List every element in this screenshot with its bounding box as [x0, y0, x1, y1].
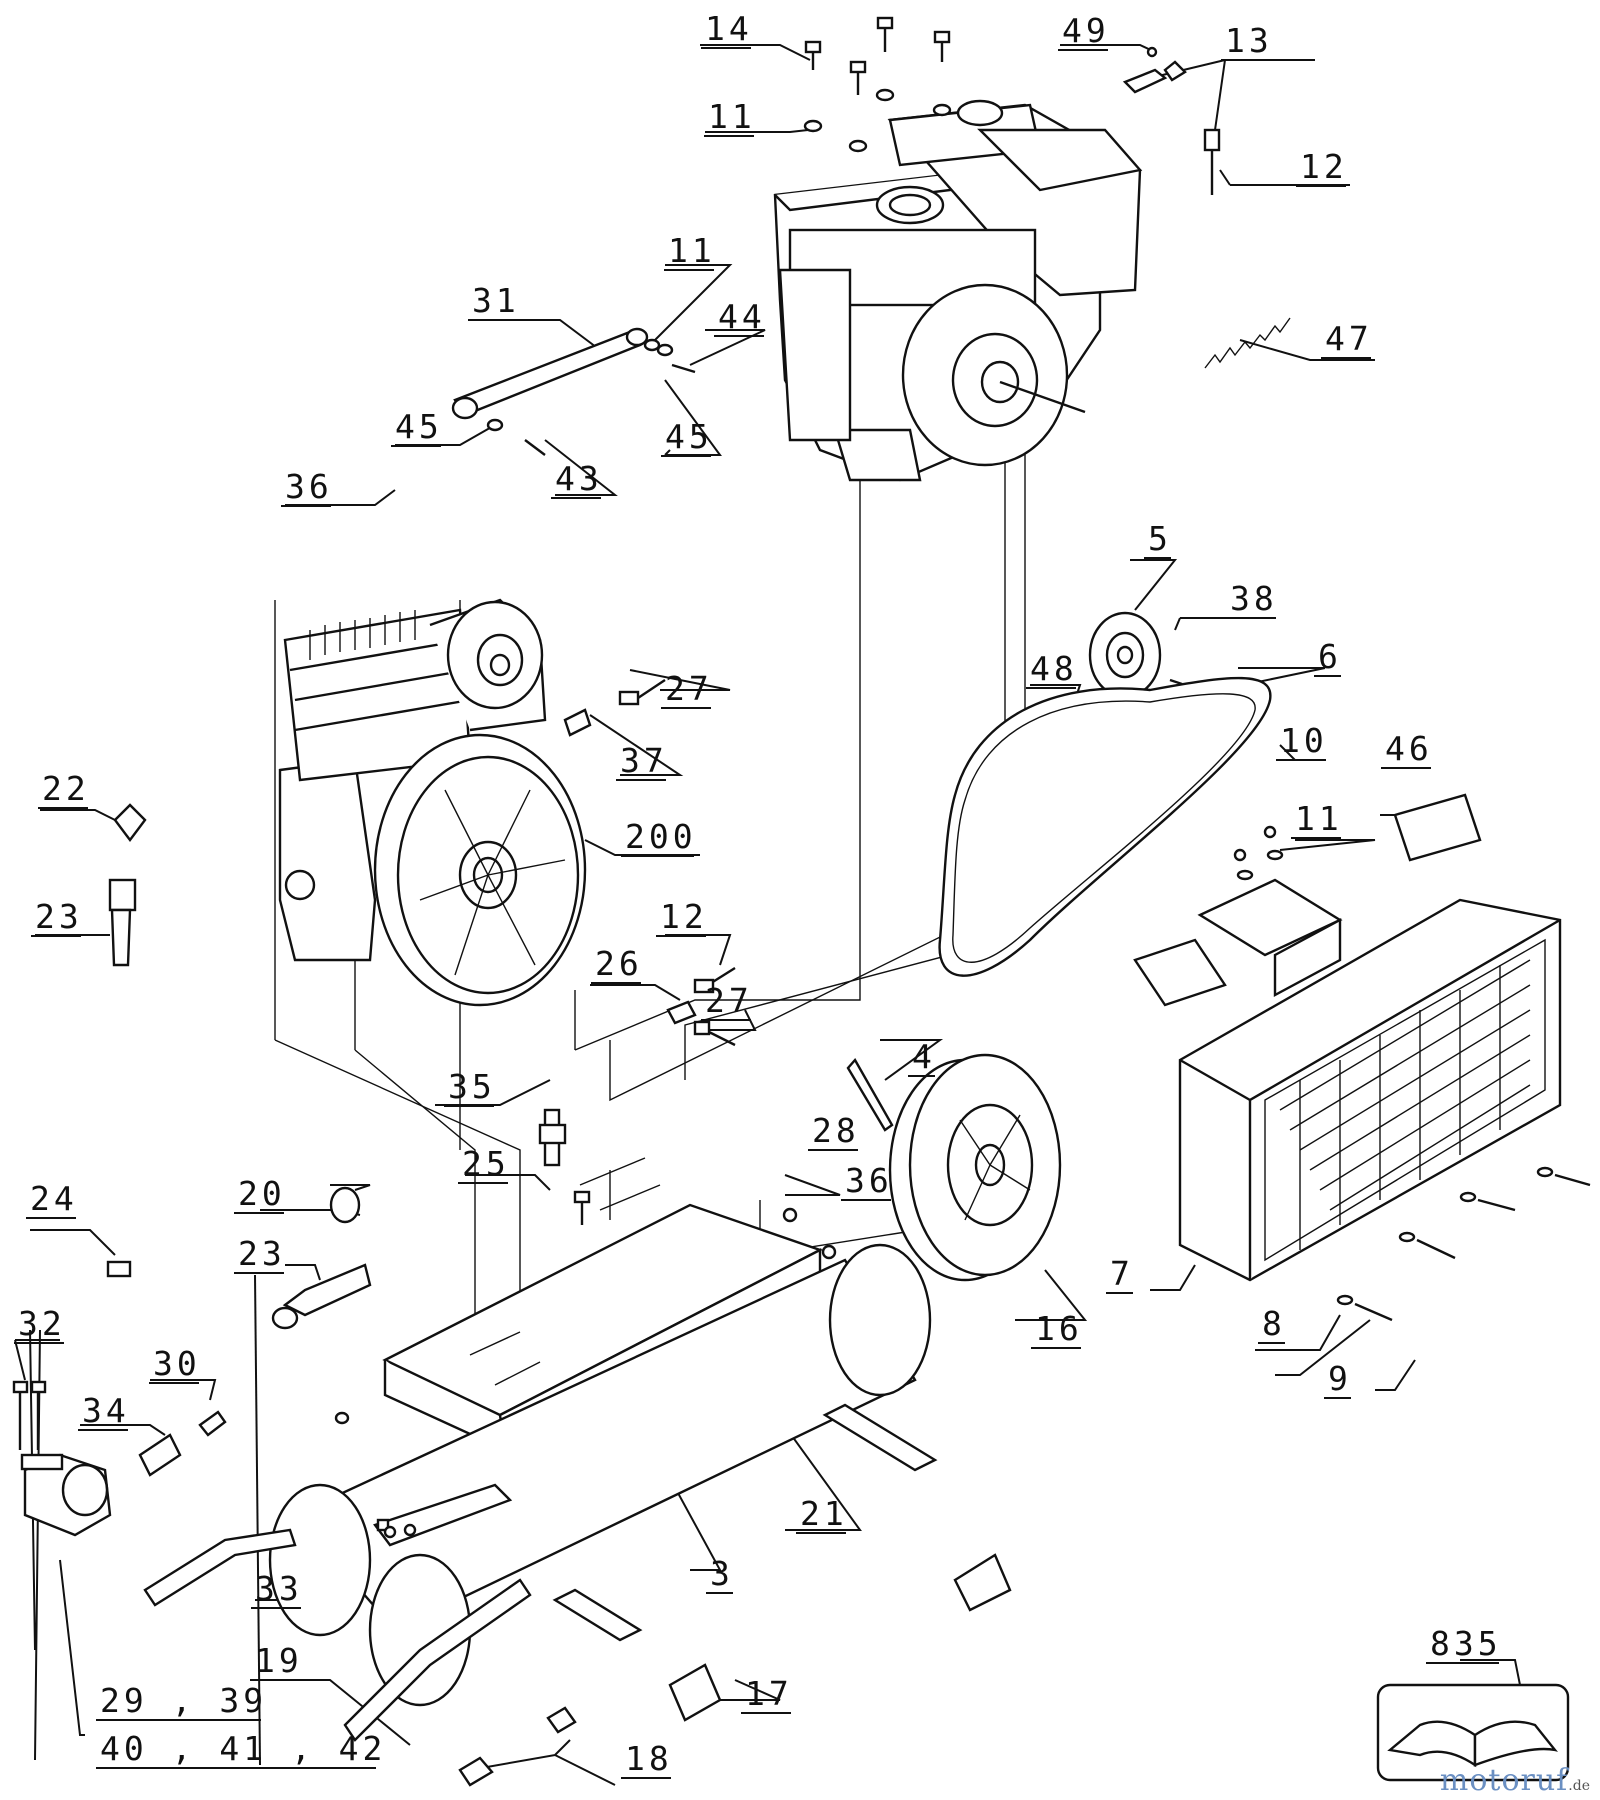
callout-label-c7: 7 [1110, 1254, 1134, 1293]
callout-label-c44: 44 [718, 297, 766, 336]
tube-fittings-lower [666, 966, 736, 1047]
callout-label-c45b: 45 [665, 417, 713, 456]
callout-label-c35: 35 [448, 1067, 496, 1106]
callout-label-c11c: 11 [1295, 799, 1343, 838]
callout-label-c200: 200 [625, 817, 697, 856]
callout-label-c17: 17 [745, 1674, 793, 1713]
air-tank [143, 1243, 932, 1742]
callout-label-c26: 26 [595, 944, 643, 983]
rubber-feet [458, 1706, 577, 1787]
callout-label-c25: 25 [462, 1144, 510, 1183]
hose-parts [138, 1263, 372, 1477]
callout-label-c16: 16 [1035, 1309, 1083, 1348]
callout-label-c4: 4 [912, 1037, 936, 1076]
belt-guard-bracket [1133, 793, 1482, 1007]
callout-label-c835: 835 [1430, 1624, 1502, 1663]
callout-label-c43: 43 [555, 459, 603, 498]
callout-label-c27a: 27 [665, 669, 713, 708]
watermark: motoruf.de [1440, 1763, 1590, 1798]
callout-label-c21: 21 [800, 1494, 848, 1533]
watermark-tld: .de [1568, 1778, 1590, 1794]
callout-label-c19: 19 [255, 1641, 303, 1680]
callout-label-c14: 14 [705, 9, 753, 48]
callout-label-c29_39: 29 , 39 [100, 1681, 267, 1720]
tube-fittings-upper [563, 679, 666, 737]
callout-label-c38: 38 [1230, 579, 1278, 618]
callout-label-c12a: 12 [1300, 147, 1348, 186]
callout-label-c9: 9 [1328, 1359, 1352, 1398]
callout-label-c10: 10 [1280, 721, 1328, 760]
compressor-pump [278, 598, 587, 1007]
callout-label-c11b: 11 [668, 231, 716, 270]
callout-label-c36b: 36 [845, 1161, 893, 1200]
callout-label-c47: 47 [1325, 319, 1373, 358]
manual-book-icon [1376, 1683, 1570, 1782]
watermark-brand: motoruf [1439, 1763, 1569, 1798]
callout-label-c48: 48 [1030, 649, 1078, 688]
bracket-arm [451, 327, 696, 456]
callout-label-c8: 8 [1262, 1304, 1286, 1343]
belt-guard [1178, 898, 1591, 1322]
tank-feet [552, 1403, 1012, 1722]
callout-label-c33: 33 [255, 1569, 303, 1608]
pressure-switch-assembly [12, 1380, 112, 1537]
callout-label-c3: 3 [710, 1554, 734, 1593]
callout-label-c27b: 27 [705, 981, 753, 1020]
callout-label-c34: 34 [82, 1391, 130, 1430]
callout-label-c23b: 23 [238, 1234, 286, 1273]
engine-bolts [803, 16, 952, 153]
callout-label-c24: 24 [30, 1179, 78, 1218]
callout-label-c18: 18 [625, 1739, 673, 1778]
callout-label-c32: 32 [18, 1304, 66, 1343]
callout-label-c11a: 11 [708, 97, 756, 136]
callout-label-c28: 28 [812, 1111, 860, 1150]
callout-label-c36a: 36 [285, 467, 333, 506]
callout-label-c40_42: 40 , 41 , 42 [100, 1729, 386, 1768]
callout-label-c22: 22 [42, 769, 90, 808]
callout-label-c20: 20 [238, 1174, 286, 1213]
spring-part [1204, 317, 1291, 369]
callout-label-c5: 5 [1148, 519, 1172, 558]
callout-label-c6: 6 [1318, 637, 1342, 676]
callout-label-c12b: 12 [660, 897, 708, 936]
callout-label-c49: 49 [1062, 11, 1110, 50]
small-fittings [106, 1108, 837, 1278]
elbow-and-hose [108, 803, 147, 967]
callout-label-c13: 13 [1225, 21, 1273, 60]
callout-label-c37: 37 [620, 741, 668, 780]
fuel-line-parts [1122, 46, 1221, 195]
wheel-and-axle [846, 1053, 1062, 1282]
callout-label-c31: 31 [472, 281, 520, 320]
callout-label-c45a: 45 [395, 407, 443, 446]
callout-label-c46: 46 [1385, 729, 1433, 768]
pulley-and-belt [938, 611, 1272, 977]
callout-label-c23a: 23 [35, 897, 83, 936]
engine-assembly [773, 99, 1143, 482]
callout-label-c30: 30 [153, 1344, 201, 1383]
